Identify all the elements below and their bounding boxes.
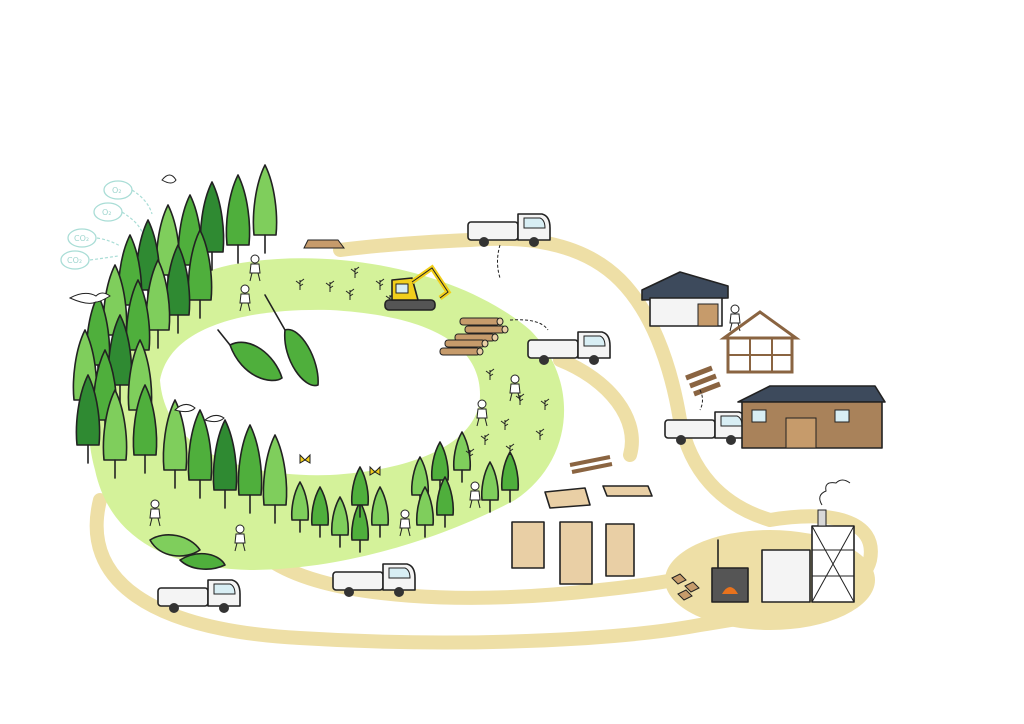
co2-cloud-1: CO₂ bbox=[67, 228, 97, 248]
biomass-plant bbox=[761, 479, 855, 603]
o2-label-2: O₂ bbox=[102, 208, 112, 217]
butterflies bbox=[299, 453, 381, 476]
furniture bbox=[511, 455, 653, 585]
house-frame bbox=[719, 310, 801, 374]
flow-arrows bbox=[497, 244, 703, 411]
house-modern bbox=[641, 271, 729, 327]
wood-stove bbox=[711, 539, 749, 603]
o2-cloud-1: O₂ bbox=[103, 180, 133, 200]
co2-label-2: CO₂ bbox=[67, 256, 82, 265]
wood-chips bbox=[303, 239, 721, 601]
birds bbox=[68, 174, 225, 423]
house-large bbox=[737, 385, 886, 449]
outer-road bbox=[89, 231, 878, 650]
truck-bottom-left bbox=[157, 579, 241, 614]
excavator bbox=[384, 264, 452, 311]
co2-cloud-2: CO₂ bbox=[60, 250, 90, 270]
o2-cloud-2: O₂ bbox=[93, 202, 123, 222]
co2-label-1: CO₂ bbox=[74, 234, 89, 243]
o2-label-1: O₂ bbox=[112, 186, 122, 195]
inner-road bbox=[553, 353, 639, 462]
gas-exchange: O₂ O₂ CO₂ CO₂ bbox=[60, 180, 153, 270]
felled-trees bbox=[149, 294, 319, 570]
